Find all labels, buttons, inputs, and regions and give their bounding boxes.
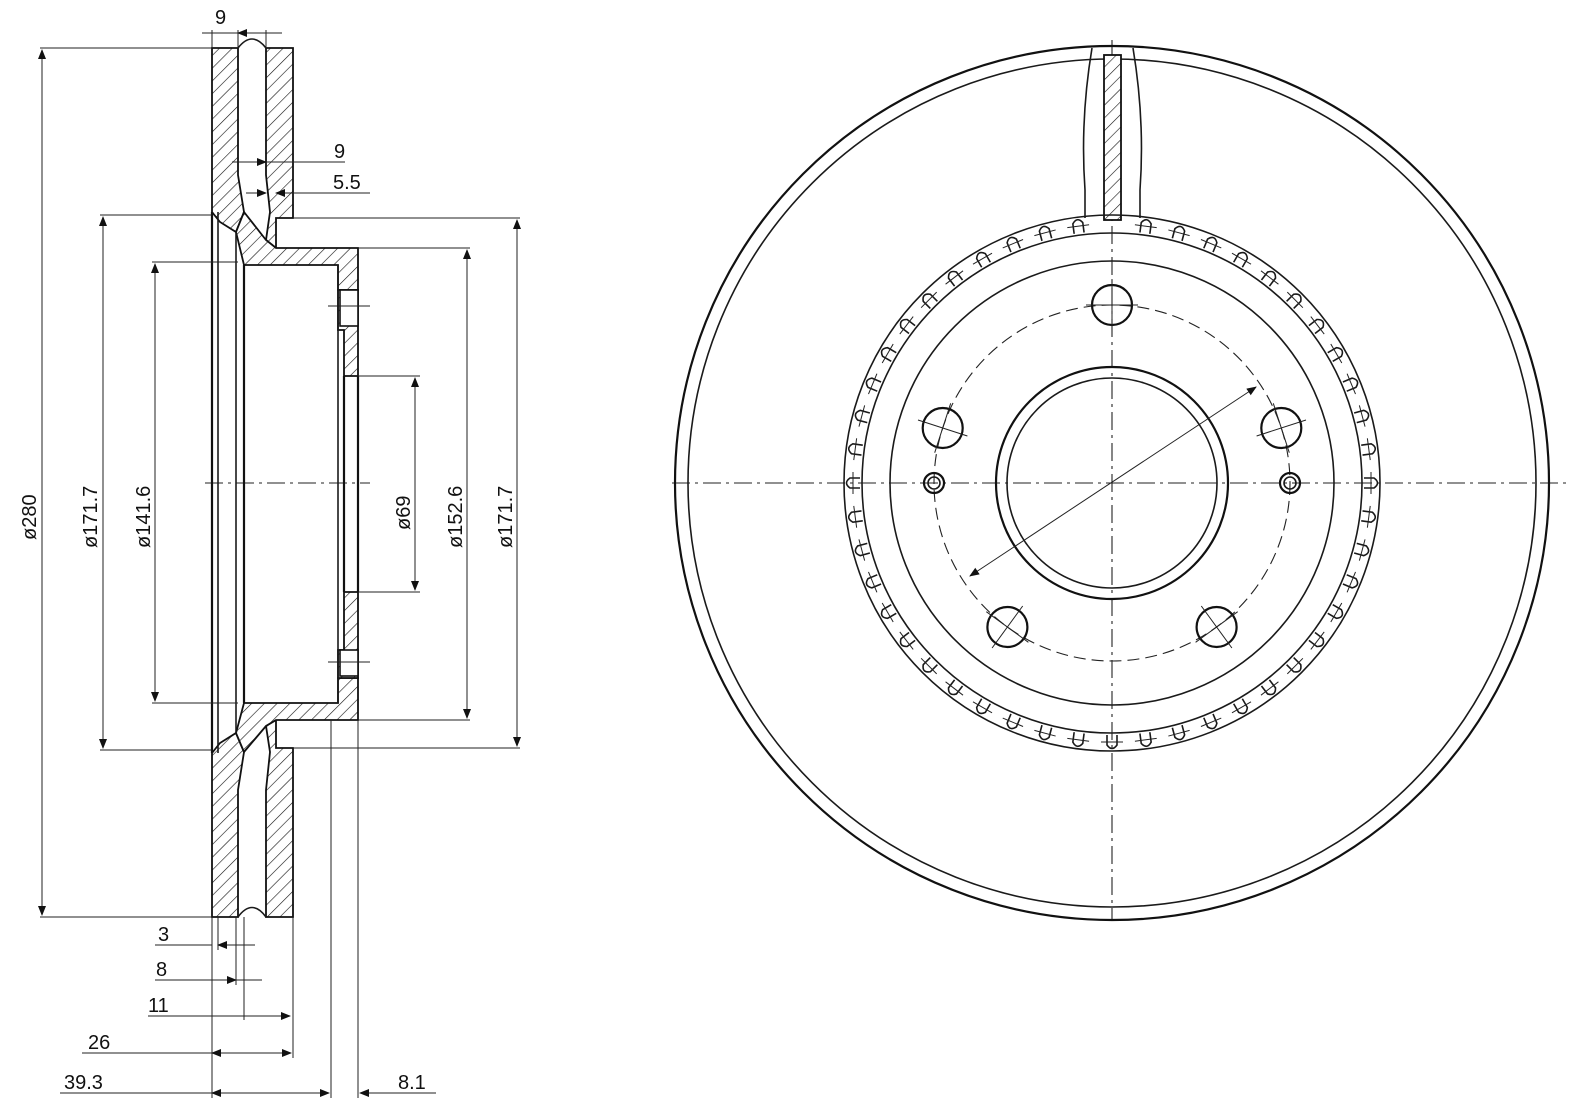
bolt-hole [986,606,1028,648]
abs-tooth [942,266,968,290]
abs-tooth [1134,218,1158,234]
abs-tooth [862,569,883,594]
abs-tooth [1305,628,1329,654]
dim-dia-141-6: ø141.6 [133,486,155,548]
abs-tooth [917,288,942,313]
dim-8: 8 [156,959,167,981]
section-view: 9 9 5.5 ø280 ø171.7 ø141.6 ø69 ø152.6 ø1… [19,7,520,1098]
abs-tooth [847,472,861,494]
inner-friction-plate [266,48,293,248]
abs-tooth [1282,653,1307,678]
abs-tooth [1341,371,1362,396]
abs-tooth [970,696,996,719]
bolt-hole [1196,606,1238,648]
dim-top-9: 9 [215,7,226,29]
abs-tooth [1360,505,1376,529]
dim-dia-171-7-right: ø171.7 [495,486,517,548]
abs-tooth [1228,248,1254,271]
abs-tooth [942,676,968,700]
abs-tooth [1325,599,1348,625]
dim-39-3: 39.3 [64,1072,103,1094]
abs-tooth [862,371,883,396]
abs-tooth [1066,218,1090,234]
dim-5-5: 5.5 [333,172,361,194]
dim-dia-152-6: ø152.6 [445,486,467,548]
abs-tooth [847,437,863,461]
dim-dia-280: ø280 [19,494,41,540]
front-view [672,40,1568,920]
abs-tooth [1000,233,1025,254]
abs-tooth [970,248,996,271]
abs-tooth [1257,266,1283,290]
abs-tooth [895,313,919,339]
abs-tooth [1341,569,1362,594]
abs-tooth [1134,731,1158,747]
dim-11: 11 [148,995,169,1017]
abs-tooth [1198,233,1223,254]
dim-8-1: 8.1 [398,1072,426,1094]
dim-dia-69: ø69 [393,496,415,530]
abs-tooth [1198,712,1223,733]
abs-tooth [877,341,900,367]
abs-tooth [1305,313,1329,339]
bolt-hole [918,403,967,452]
hat-section-top [236,212,358,290]
abs-tooth [1325,341,1348,367]
abs-tooth [1000,712,1025,733]
bolt-hole [1257,403,1306,452]
dim-9: 9 [334,141,345,163]
dim-26: 26 [88,1032,110,1054]
abs-tooth [1257,676,1283,700]
bolt-hole [1086,279,1138,331]
abs-tooth [917,653,942,678]
abs-tooth [1360,437,1376,461]
abs-tooth [895,628,919,654]
abs-tooth [877,599,900,625]
abs-tooth [1228,696,1254,719]
abs-tooth [1066,731,1090,747]
abs-tooth [1282,288,1307,313]
vent-section [1104,55,1121,220]
outer-friction-plate [212,48,244,232]
dim-dia-171-7-left: ø171.7 [80,486,102,548]
dim-3: 3 [158,924,169,946]
abs-tooth [847,505,863,529]
